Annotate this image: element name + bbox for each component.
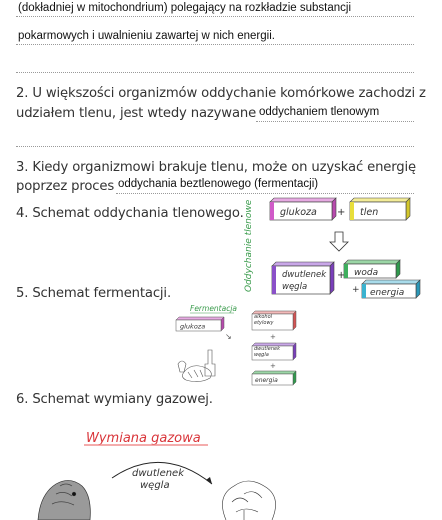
answer-text: pokarmowych i uwalnieniu zawartej w nich… [18,30,275,42]
answer-line [16,146,414,147]
energia-box: energia [251,370,297,386]
tree-illustration [222,480,276,520]
arrow-arc-icon [111,461,213,485]
energia-label: energia [255,377,278,384]
woda-box: woda [343,259,401,279]
question-2-line2: udziałem tlenu, jest wtedy nazywane [16,106,257,121]
tlen-box: tlen [349,197,411,221]
answer-line [16,72,414,73]
alkohol-label: alkohol etylowy [254,314,274,326]
question-6-label: 6. Schemat wymiany gazowej. [16,392,213,407]
plus-sign: + [352,285,360,295]
co2-label-line2: węgla [140,480,170,491]
aerobic-respiration-diagram: Oddychanie tlenowe glukoza + tlen dwutle… [244,197,421,299]
answer-line [16,16,414,17]
wegla-label: węgla [282,282,307,292]
question-2-answer: oddychaniem tlenowym [259,106,380,118]
answer-line [116,193,414,194]
woda-label: woda [354,268,378,278]
question-3-line1: 3. Kiedy organizmowi brakuje tlenu, może… [16,160,416,175]
energia-box: energia [361,279,421,299]
glukoza-box: glukoza [269,197,337,221]
bread-bottle-illustration [177,349,216,382]
answer-line [256,121,414,122]
glukoza-label: glukoza [280,207,317,218]
question-4-label: 4. Schemat oddychania tlenowego. [16,206,244,221]
question-5-label: 5. Schemat fermentacji. [16,286,171,301]
gas-exchange-title: Wymiana gazowa [86,431,201,446]
question-2-line1: 2. U większości organizmów oddychanie ko… [16,86,426,101]
question-3-line2: poprzez proces [16,179,115,194]
dwutlenek-label: dwutlenek węgla [254,346,280,358]
glukoza-box: glukoza [175,316,225,332]
answer-line [16,44,414,45]
answer-text: (dokładniej w mitochondrium) polegający … [18,2,352,14]
question-3-answer: oddychania beztlenowego (fermentacji) [118,178,319,190]
gas-exchange-diagram: Wymiana gazowa dwutlenek węgla [37,431,276,520]
animal-illustration [37,480,91,520]
tlen-label: tlen [360,207,378,218]
plus-sign: + [337,270,345,281]
co2-label-line1: dwutlenek [132,468,185,479]
fermentation-diagram: Fermentacja glukoza ↘ alkohol etylowy + … [175,304,297,386]
energia-label: energia [370,288,404,298]
arrow-down-icon [329,231,349,252]
co2-box: dwutlenek węgla [251,342,297,361]
alkohol-box: alkohol etylowy [251,310,297,331]
aerobic-side-title: Oddychanie tlenowe [244,199,254,292]
plus-sign: + [337,207,345,218]
glukoza-label: glukoza [180,323,205,331]
plus-sign: + [270,362,276,370]
co2-box: dwutlenek węgla [271,261,335,295]
fermentation-title: Fermentacja [190,304,237,313]
arrow-right-icon: ↘ [225,332,232,341]
plus-sign: + [270,333,276,341]
dwutlenek-label: dwutlenek [282,270,327,280]
